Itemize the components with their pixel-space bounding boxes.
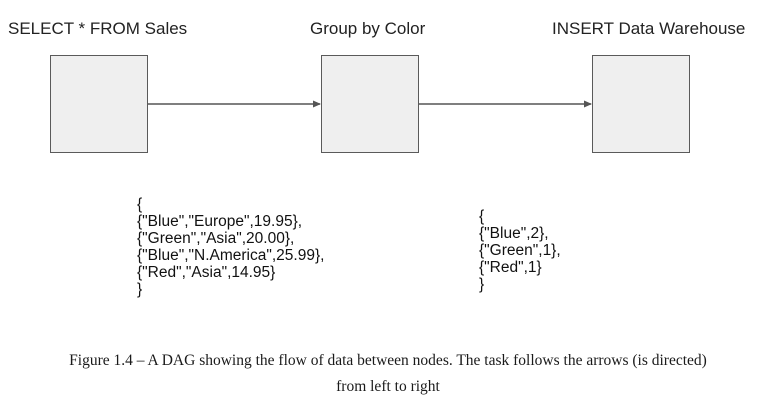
- data-line: {"Green",1},: [479, 242, 561, 259]
- node-box-group-by-color: [321, 55, 419, 153]
- data-line: {"Blue","Europe",19.95},: [137, 213, 303, 230]
- data-line: {: [479, 208, 485, 225]
- data-line: {"Red",1}: [479, 259, 542, 276]
- data-line: }: [137, 281, 143, 298]
- node-label-group-by-color: Group by Color: [310, 19, 426, 38]
- figure-caption: Figure 1.4 – A DAG showing the flow of d…: [0, 348, 776, 400]
- caption-line-1: Figure 1.4 – A DAG showing the flow of d…: [69, 352, 707, 369]
- data-line: {"Blue","N.America",25.99},: [137, 247, 325, 264]
- data-line: {"Blue",2},: [479, 225, 549, 242]
- node-box-select-sales: [50, 55, 148, 153]
- data-line: {: [137, 196, 143, 213]
- data-line: {"Green","Asia",20.00},: [137, 230, 295, 247]
- data-line: {"Red","Asia",14.95}: [137, 264, 276, 281]
- node-label-insert-data-warehouse: INSERT Data Warehouse: [552, 19, 746, 38]
- data-block-sales-rows: { {"Blue","Europe",19.95}, {"Green","Asi…: [137, 196, 324, 298]
- node-box-insert-data-warehouse: [592, 55, 690, 153]
- caption-line-2: from left to right: [336, 378, 440, 395]
- data-line: }: [479, 276, 485, 293]
- data-block-grouped-counts: { {"Blue",2}, {"Green",1}, {"Red",1} }: [479, 208, 561, 293]
- node-label-select-sales: SELECT * FROM Sales: [8, 19, 188, 38]
